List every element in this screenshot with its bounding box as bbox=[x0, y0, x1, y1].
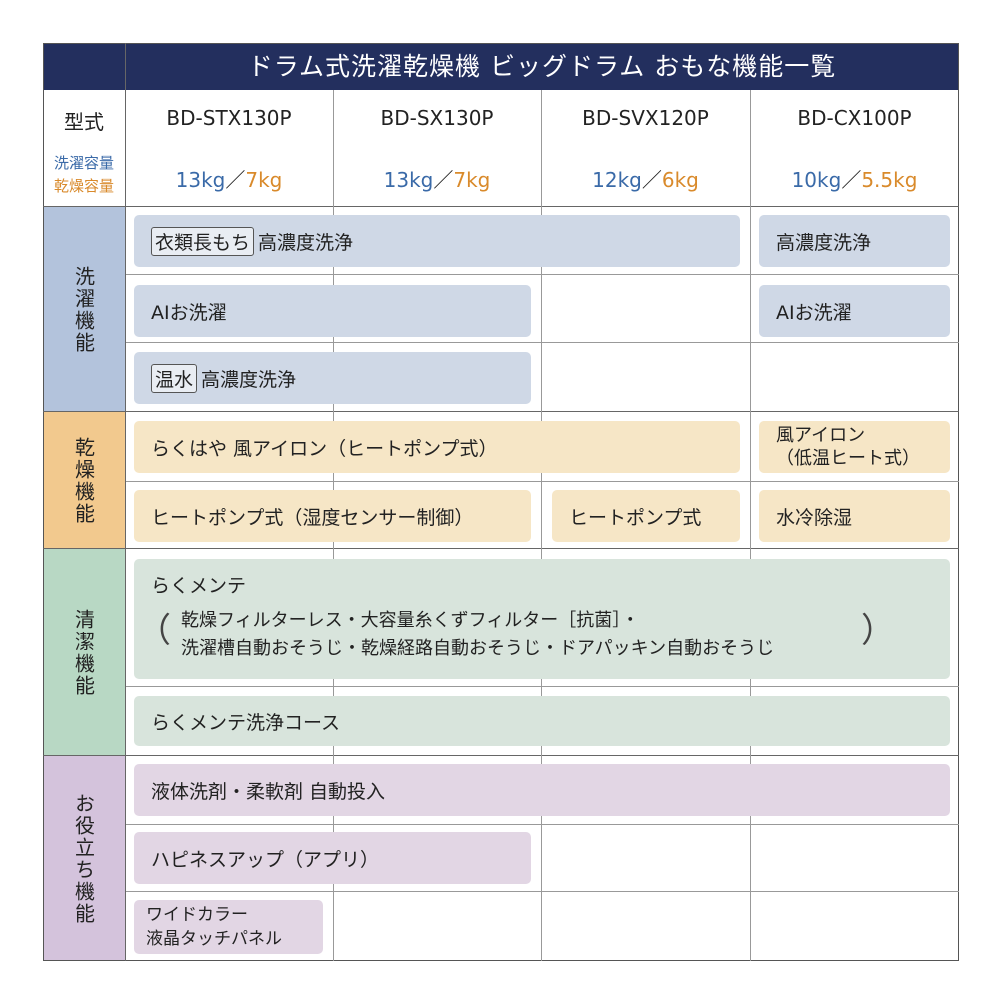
model-name: BD-STX130P bbox=[166, 106, 292, 130]
feature-raku-mente-course: らくメンテ洗浄コース bbox=[134, 696, 950, 746]
category-clean: 清潔機能 bbox=[43, 549, 125, 756]
paren-open: （ bbox=[137, 611, 171, 651]
feature-tag: 温水 bbox=[151, 363, 198, 393]
raku-mente-line2: 洗濯槽自動おそうじ・乾燥経路自動おそうじ・ドアパッキン自動おそうじ bbox=[181, 638, 775, 659]
divider-row bbox=[125, 274, 959, 275]
feature-high-concentration-wash: 衣類長もち 高濃度洗浄 bbox=[134, 215, 740, 267]
category-dry-label: 乾燥機能 bbox=[71, 436, 96, 525]
category-util: お役立ち機能 bbox=[43, 756, 125, 961]
category-wash-label: 洗濯機能 bbox=[71, 265, 96, 354]
feature-ai-wash-cx: AIお洗濯 bbox=[759, 285, 950, 337]
divider-dry bbox=[43, 548, 959, 549]
col-divider bbox=[541, 90, 542, 961]
divider-header bbox=[43, 206, 959, 207]
feature-happiness-up-app: ハピネスアップ（アプリ） bbox=[134, 832, 531, 884]
model-name: BD-SVX120P bbox=[582, 106, 709, 130]
paren-close: ） bbox=[861, 611, 895, 651]
feature-high-concentration-wash-cx: 高濃度洗浄 bbox=[759, 215, 950, 267]
divider-wash bbox=[43, 411, 959, 412]
feature-raku-mente: らくメンテ （ 乾燥フィルターレス・大容量糸くずフィルター［抗菌］・ 洗濯槽自動… bbox=[134, 559, 950, 679]
feature-ai-wash: AIお洗濯 bbox=[134, 285, 531, 337]
raku-mente-title: らくメンテ bbox=[151, 575, 247, 597]
model-name: BD-SX130P bbox=[380, 106, 494, 130]
feature-tag: 衣類長もち bbox=[151, 226, 255, 256]
model-name: BD-CX100P bbox=[797, 106, 912, 130]
capacity: 13kg／7kg bbox=[175, 168, 283, 192]
page-title: ドラム式洗濯乾燥機 ビッグドラム おもな機能一覧 bbox=[247, 52, 837, 81]
divider-row bbox=[125, 686, 959, 687]
divider-row bbox=[125, 481, 959, 482]
col-divider bbox=[750, 90, 751, 961]
feature-heat-pump: ヒートポンプ式 bbox=[552, 490, 740, 542]
category-clean-label: 清潔機能 bbox=[71, 608, 96, 697]
feature-auto-detergent: 液体洗剤・柔軟剤 自動投入 bbox=[134, 764, 950, 816]
wash-capacity-label: 洗濯容量 bbox=[53, 154, 114, 172]
feature-rakuhaya-wind-iron: らくはや 風アイロン（ヒートポンプ式） bbox=[134, 421, 740, 473]
divider-clean bbox=[43, 755, 959, 756]
title-bar bbox=[43, 43, 959, 90]
divider-row bbox=[125, 824, 959, 825]
feature-wind-iron-cx: 風アイロン （低温ヒート式） bbox=[759, 421, 950, 473]
category-util-label: お役立ち機能 bbox=[71, 792, 96, 925]
category-dry: 乾燥機能 bbox=[43, 412, 125, 549]
feature-warm-water-wash: 温水 高濃度洗浄 bbox=[134, 352, 531, 404]
dry-capacity-label: 乾燥容量 bbox=[53, 177, 114, 195]
category-wash: 洗濯機能 bbox=[43, 207, 125, 412]
divider-row bbox=[125, 342, 959, 343]
feature-wide-color-panel: ワイドカラー 液晶タッチパネル bbox=[134, 900, 323, 954]
table-frame bbox=[43, 43, 959, 961]
model-label: 型式 bbox=[64, 110, 104, 134]
col-divider bbox=[125, 43, 126, 961]
divider-row bbox=[125, 891, 959, 892]
feature-heat-pump-humidity: ヒートポンプ式（湿度センサー制御） bbox=[134, 490, 531, 542]
raku-mente-line1: 乾燥フィルターレス・大容量糸くずフィルター［抗菌］・ bbox=[181, 610, 640, 631]
capacity: 10kg／5.5kg bbox=[791, 168, 918, 192]
capacity: 13kg／7kg bbox=[383, 168, 491, 192]
feature-water-cooled-dehumidify: 水冷除湿 bbox=[759, 490, 950, 542]
capacity: 12kg／6kg bbox=[592, 168, 699, 192]
